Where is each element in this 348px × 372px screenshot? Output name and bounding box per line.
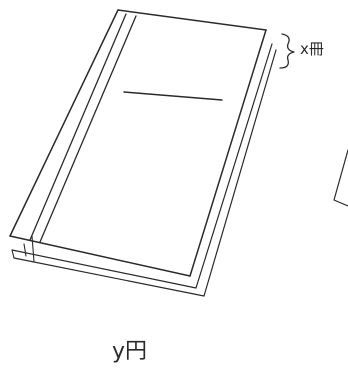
cover-title-line — [123, 91, 223, 101]
stacked-pages — [11, 43, 277, 297]
notebook-cover — [9, 9, 267, 277]
notebook-spine — [29, 13, 137, 243]
count-label: x冊 — [300, 40, 324, 58]
partial-sketch-right — [333, 149, 348, 207]
brace-mark — [279, 33, 295, 69]
price-label: y円 — [112, 339, 147, 364]
